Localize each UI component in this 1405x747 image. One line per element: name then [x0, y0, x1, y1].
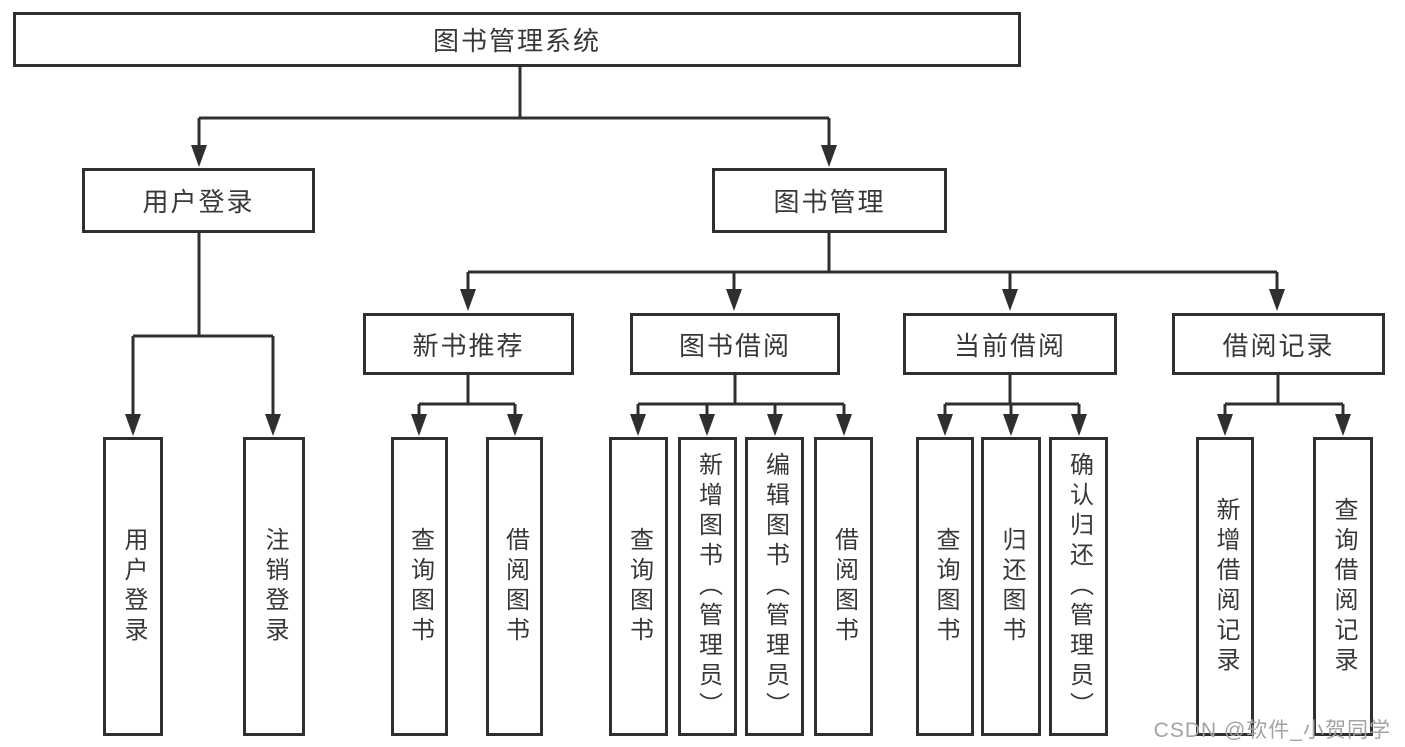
connector-segments [131, 67, 1345, 420]
leaf-query-books-recommend: 查询图书 [391, 437, 448, 736]
arrow-down-icon [821, 145, 837, 167]
arrow-down-icon [1003, 414, 1019, 436]
arrow-down-icon [460, 289, 476, 311]
leaf-add-book-admin: 新增图书（管理员） [678, 437, 737, 736]
leaf-borrow-books-recommend: 借阅图书 [486, 437, 543, 736]
arrow-down-icon [937, 414, 953, 436]
arrow-down-icon [836, 414, 852, 436]
node-book-management: 图书管理 [712, 168, 947, 233]
arrow-down-icon [699, 414, 715, 436]
arrow-down-icon [1217, 414, 1233, 436]
arrow-down-icon [1002, 289, 1018, 311]
leaf-query-borrow-record: 查询借阅记录 [1313, 437, 1373, 736]
node-book-borrow: 图书借阅 [630, 313, 840, 375]
leaf-user-login: 用户登录 [103, 437, 163, 736]
arrow-down-icon [767, 414, 783, 436]
arrow-down-icon [265, 414, 281, 436]
arrow-down-icon [507, 414, 523, 436]
node-user-login: 用户登录 [82, 168, 315, 233]
arrow-down-icon [726, 289, 742, 311]
arrow-down-icon [1071, 414, 1087, 436]
leaf-add-borrow-record: 新增借阅记录 [1196, 437, 1254, 736]
leaf-query-books-borrow: 查询图书 [609, 437, 668, 736]
leaf-logout: 注销登录 [243, 437, 305, 736]
arrow-down-icon [1269, 289, 1285, 311]
node-current-borrow: 当前借阅 [903, 313, 1117, 375]
node-borrow-records: 借阅记录 [1172, 313, 1385, 375]
arrow-down-icon [411, 414, 427, 436]
arrow-down-icon [125, 414, 141, 436]
arrow-down-icon [1335, 414, 1351, 436]
node-new-book-recommend: 新书推荐 [363, 313, 574, 375]
leaf-borrow-books: 借阅图书 [814, 437, 873, 736]
arrow-down-icon [191, 145, 207, 167]
csdn-watermark: CSDN @软件_小贺同学 [1153, 719, 1391, 742]
arrowhead-icons [125, 145, 1351, 436]
leaf-return-book: 归还图书 [981, 437, 1041, 736]
leaf-confirm-return-admin: 确认归还（管理员） [1049, 437, 1108, 736]
leaf-edit-book-admin: 编辑图书（管理员） [745, 437, 804, 736]
leaf-query-books-current: 查询图书 [916, 437, 974, 736]
node-root-system: 图书管理系统 [13, 12, 1021, 67]
arrow-down-icon [630, 414, 646, 436]
